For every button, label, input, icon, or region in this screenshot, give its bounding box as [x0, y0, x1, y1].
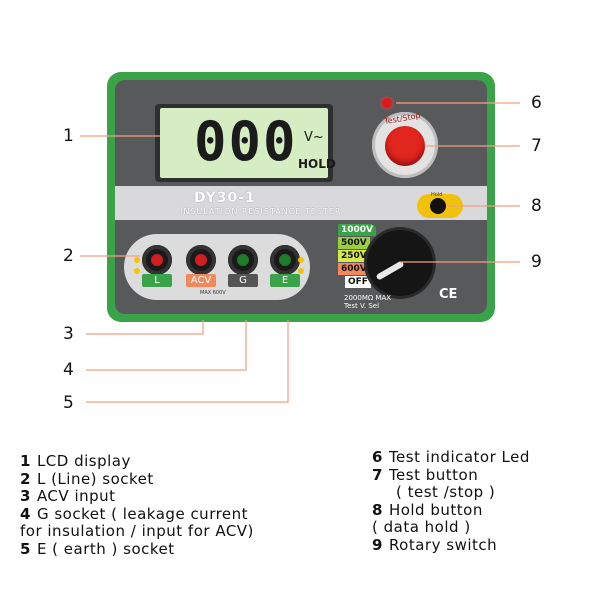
legend-num: 3 [20, 487, 31, 505]
callout-9: 9 [531, 252, 542, 272]
switch-footer: 2000MΩ MAX Test V. Sel [344, 294, 391, 310]
legend-num: 9 [372, 535, 383, 554]
legend-text: G socket ( leakage current [36, 504, 249, 523]
legend-item: 1 LCD display [20, 452, 254, 471]
legend-text: ACV input [36, 487, 116, 505]
hold-button-text: Hold [431, 192, 443, 198]
switch-footer-max: 2000MΩ MAX [344, 294, 392, 302]
legend-text: E ( earth ) socket [36, 539, 175, 558]
legend-right: 6 Test indicator Led 7 Test button ( test … [372, 448, 530, 555]
e-socket[interactable] [270, 245, 300, 275]
legend-item: 9 Rotary switch [372, 535, 530, 555]
legend-item: ( test /stop ) [372, 483, 530, 502]
lcd-digits: 000 [194, 110, 298, 173]
warning-icon [298, 268, 304, 274]
leader-5 [86, 320, 289, 403]
callout-4: 4 [63, 360, 74, 380]
legend-item: 6 Test indicator Led [372, 448, 530, 467]
warning-icon [298, 257, 304, 263]
legend-text: LCD display [36, 452, 131, 470]
legend-item: for insulation / input for ACV) [20, 522, 254, 541]
legend-num: 2 [20, 469, 31, 488]
callout-3: 3 [63, 324, 74, 344]
model-name: DY30-1 [194, 190, 256, 206]
legend-item: 8 Hold button [372, 500, 530, 520]
hold-button[interactable] [430, 198, 446, 214]
range-500v: 500V [338, 237, 370, 249]
callout-5: 5 [63, 393, 74, 413]
legend-text: for insulation / input for ACV) [20, 522, 254, 540]
switch-footer-sel: Test V. Sel [344, 302, 380, 310]
lcd-hold-indicator: HOLD [298, 157, 336, 171]
legend-num: 8 [372, 500, 383, 519]
legend-num: 7 [372, 465, 383, 484]
legend-text: Test indicator Led [388, 448, 530, 466]
range-1000v: 1000V [338, 224, 377, 236]
acv-socket-label: ACV [186, 274, 216, 287]
callout-2: 2 [63, 246, 74, 266]
e-socket-label: E [270, 274, 300, 287]
legend-left: 1 LCD display 2 L (Line) socket 3 ACV input… [20, 452, 254, 559]
g-socket-label: G [228, 274, 258, 287]
max-voltage-note: MAX 600V [200, 290, 226, 296]
legend-text: ( test /stop ) [396, 483, 496, 501]
lcd-unit: V~ [304, 130, 324, 145]
range-off: OFF [345, 276, 371, 288]
callout-8: 8 [531, 196, 542, 216]
l-socket-label: L [142, 274, 172, 287]
range-250v: 250V [338, 250, 370, 262]
legend-item: 4 G socket ( leakage current [20, 504, 254, 524]
legend-item: 2 L (Line) socket [20, 469, 254, 489]
legend-item: 3 ACV input [20, 487, 254, 506]
acv-socket[interactable] [186, 245, 216, 275]
legend-item: 7 Test button [372, 465, 530, 485]
range-600v: 600V [338, 263, 370, 275]
warning-icon [134, 257, 140, 263]
callout-6: 6 [531, 93, 542, 113]
legend-num: 5 [20, 539, 31, 558]
rotary-switch[interactable] [367, 230, 433, 296]
legend-num: 1 [20, 452, 31, 470]
legend-item: 5 E ( earth ) socket [20, 539, 254, 559]
device-subtitle: INSULATION RESISTANCE TESTER [180, 207, 342, 216]
leader-4 [86, 320, 247, 371]
ce-mark: CE [439, 287, 458, 302]
legend-num: 4 [20, 504, 31, 523]
legend-item: ( data hold ) [372, 518, 530, 537]
legend-text: L (Line) socket [36, 469, 154, 488]
test-indicator-led [382, 98, 392, 108]
callout-7: 7 [531, 136, 542, 156]
l-socket[interactable] [142, 245, 172, 275]
legend-num: 6 [372, 448, 383, 466]
callout-1: 1 [63, 126, 74, 146]
leader-3 [86, 320, 204, 335]
lcd-display [160, 108, 328, 178]
legend-text: ( data hold ) [372, 518, 471, 536]
legend-text: Hold button [388, 500, 483, 519]
test-button[interactable] [385, 126, 425, 166]
g-socket[interactable] [228, 245, 258, 275]
legend-text: Test button [388, 465, 479, 484]
warning-icon [134, 268, 140, 274]
legend-text: Rotary switch [388, 535, 498, 554]
